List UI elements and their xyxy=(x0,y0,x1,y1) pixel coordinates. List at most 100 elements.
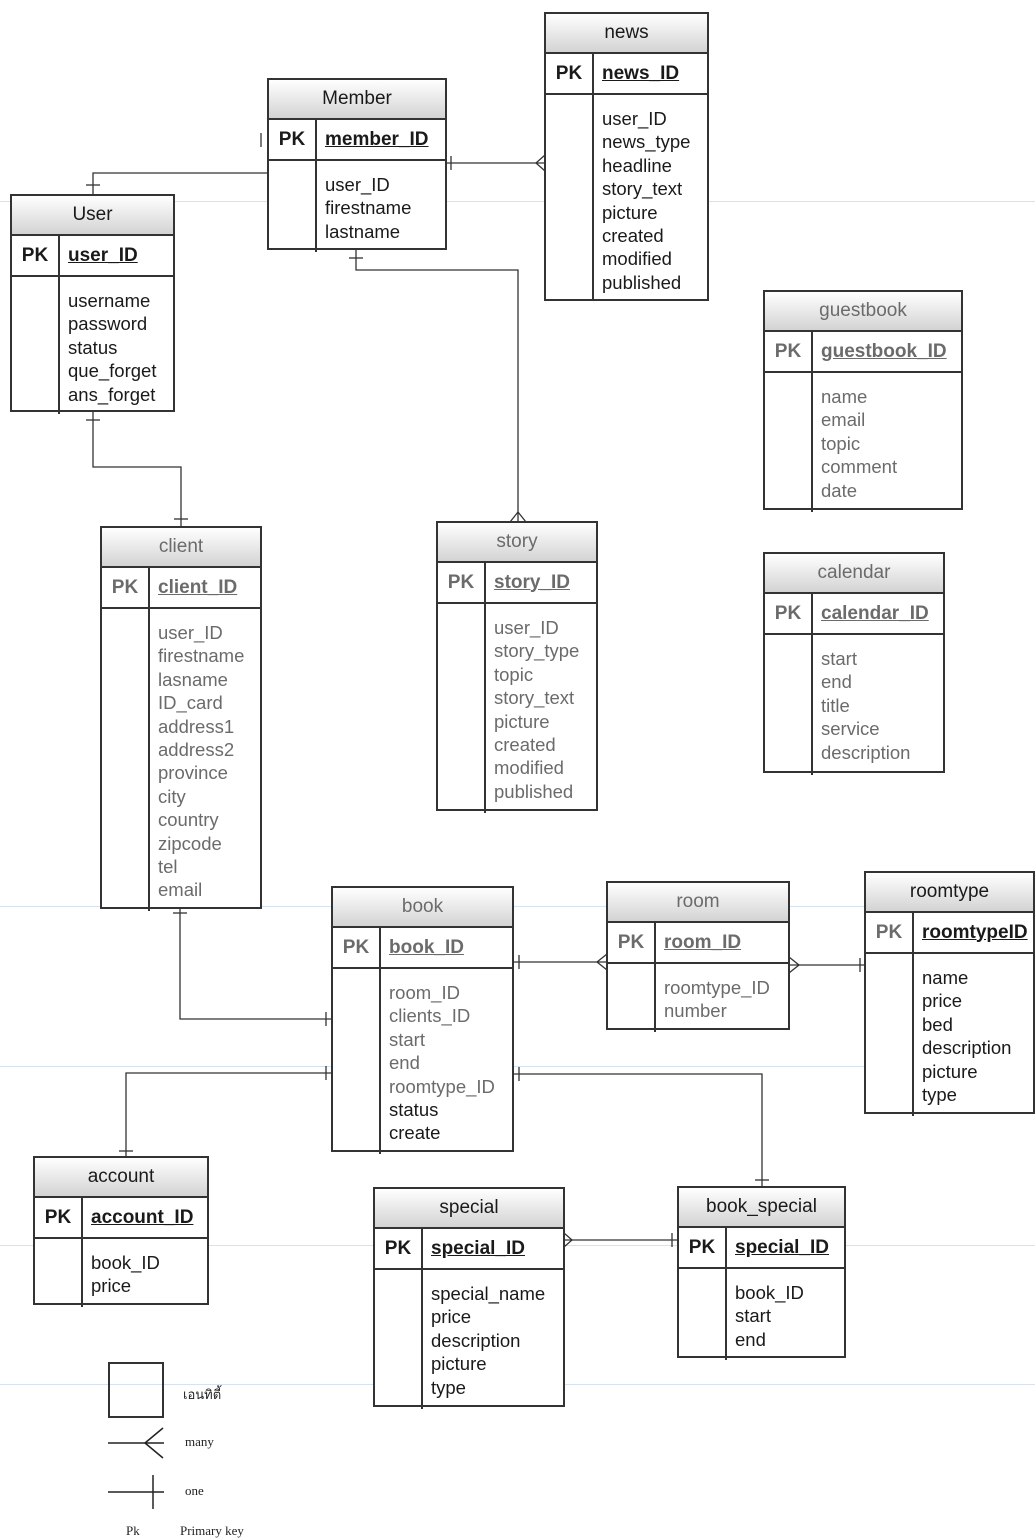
entity-title: User xyxy=(12,196,173,236)
pk-label: PK xyxy=(765,332,813,371)
field: created xyxy=(494,733,556,755)
field: que_forget xyxy=(68,360,157,382)
primary-key: user_ID xyxy=(68,244,138,266)
primary-key: roomtypeID xyxy=(922,921,1028,943)
field: news_type xyxy=(602,131,691,153)
entity-guestbook: guestbook PK guestbook_ID name email topi… xyxy=(763,290,963,512)
field: username xyxy=(68,290,151,311)
field: start xyxy=(735,1305,771,1327)
field: type xyxy=(431,1376,466,1398)
field: description xyxy=(821,741,911,763)
field: description xyxy=(431,1329,521,1351)
pk-label: PK xyxy=(765,594,813,633)
field: user_ID xyxy=(602,108,667,129)
field: ID_card xyxy=(158,692,223,714)
field: price xyxy=(922,990,963,1012)
field: topic xyxy=(821,432,861,454)
pk-label: PK xyxy=(438,563,486,602)
field: picture xyxy=(494,710,550,732)
field: start xyxy=(821,648,857,669)
field: clients_ID xyxy=(389,1005,471,1027)
field: end xyxy=(821,671,852,693)
field: email xyxy=(821,409,866,431)
field: picture xyxy=(431,1353,487,1375)
primary-key: calendar_ID xyxy=(821,602,929,624)
field: picture xyxy=(602,201,658,223)
field: date xyxy=(821,479,858,501)
entity-title: client xyxy=(102,528,260,568)
primary-key: client_ID xyxy=(158,576,238,598)
field: user_ID xyxy=(325,174,390,195)
entity-title: room xyxy=(608,883,788,923)
field: email xyxy=(158,879,203,901)
legend-entity-label: เอนทิตี้ xyxy=(183,1387,222,1402)
pk-label: PK xyxy=(35,1198,83,1237)
field: room_ID xyxy=(389,982,460,1003)
entity-title: Member xyxy=(269,80,445,120)
primary-key: room_ID xyxy=(664,931,742,953)
field: bed xyxy=(922,1013,953,1035)
legend-many-label: many xyxy=(185,1434,214,1449)
field: firestname xyxy=(325,197,412,219)
field: book_ID xyxy=(735,1282,804,1303)
field: lasname xyxy=(158,668,228,690)
pk-label: PK xyxy=(608,923,656,962)
entity-title: guestbook xyxy=(765,292,961,332)
legend-entity-symbol xyxy=(108,1362,164,1418)
field: price xyxy=(91,1275,132,1297)
legend-one-label: one xyxy=(185,1483,204,1498)
field: province xyxy=(158,762,228,784)
field: tel xyxy=(158,855,178,877)
field: country xyxy=(158,809,219,831)
field: story_text xyxy=(494,687,575,709)
field: firestname xyxy=(158,645,245,667)
entity-title: calendar xyxy=(765,554,943,594)
entity-title: story xyxy=(438,523,596,563)
field: story_text xyxy=(602,178,683,200)
field: special_name xyxy=(431,1283,546,1304)
field: address1 xyxy=(158,715,235,737)
field: user_ID xyxy=(494,617,559,638)
field: service xyxy=(821,718,880,740)
legend-pk-text: Primary key xyxy=(180,1523,244,1538)
primary-key: news_ID xyxy=(602,62,680,84)
field: password xyxy=(68,313,148,335)
primary-key: special_ID xyxy=(431,1237,525,1259)
legend-pk-abbr: Pk xyxy=(126,1523,140,1538)
pk-label: PK xyxy=(375,1229,423,1268)
primary-key: account_ID xyxy=(91,1206,194,1228)
field: name xyxy=(922,967,969,988)
entity-title: special xyxy=(375,1189,563,1229)
field: description xyxy=(922,1037,1012,1059)
primary-key: guestbook_ID xyxy=(821,340,947,362)
field: price xyxy=(431,1306,472,1328)
field: book_ID xyxy=(91,1252,160,1273)
field: ans_forget xyxy=(68,383,156,405)
field: address2 xyxy=(158,738,235,760)
field: name xyxy=(821,386,868,407)
field: picture xyxy=(922,1060,978,1082)
field: zipcode xyxy=(158,832,222,854)
pk-label: PK xyxy=(102,568,150,607)
field: type xyxy=(922,1083,957,1105)
field: topic xyxy=(494,663,534,685)
field: headline xyxy=(602,154,672,176)
field: story_type xyxy=(494,640,580,662)
pk-label: PK xyxy=(679,1228,727,1267)
entity-story: story PK story_ID user_ID story_type topi… xyxy=(436,521,598,813)
pk-label: PK xyxy=(269,120,317,159)
field: create xyxy=(389,1122,441,1144)
field: status xyxy=(389,1098,439,1120)
field: end xyxy=(389,1052,420,1074)
pk-label: PK xyxy=(546,54,594,93)
field: title xyxy=(821,694,850,716)
primary-key: story_ID xyxy=(494,571,571,593)
